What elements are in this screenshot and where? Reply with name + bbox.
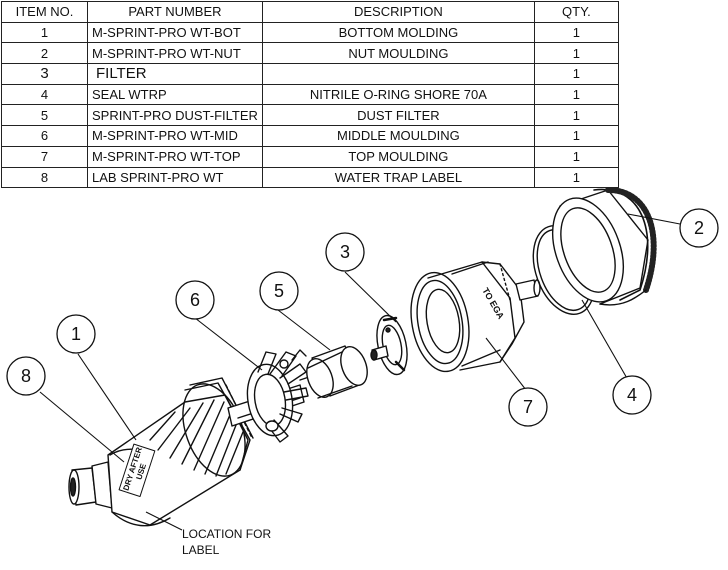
header-description: DESCRIPTION <box>261 1 535 23</box>
item-no-cell: 8 <box>1 166 88 189</box>
callout-6: 6 <box>175 280 215 320</box>
item-no-cell: 3 <box>1 63 88 85</box>
top-moulding-part: TO EGA <box>410 261 541 373</box>
callout-4: 4 <box>612 375 652 415</box>
table-row: 2 M-SPRINT-PRO WT-NUT NUT MOULDING 1 <box>1 42 619 65</box>
callout-2: 2 <box>679 208 719 248</box>
leader-lines <box>39 213 681 531</box>
item-no-cell: 6 <box>1 125 88 147</box>
item-no-cell: 4 <box>1 83 88 106</box>
description-cell: NUT MOULDING <box>261 42 535 65</box>
table-row: 4 SEAL WTRP NITRILE O-RING SHORE 70A 1 <box>1 83 619 106</box>
qty-cell: 1 <box>533 21 619 44</box>
nut-part <box>552 187 657 306</box>
middle-moulding-part <box>227 349 315 443</box>
bottom-moulding-part: DRY AFTER USE <box>68 377 254 527</box>
description-cell: MIDDLE MOULDING <box>261 125 535 147</box>
table-row: 3 FILTER 1 <box>1 63 619 85</box>
callout-1: 1 <box>56 314 96 354</box>
description-cell: WATER TRAP LABEL <box>261 166 535 189</box>
description-cell <box>261 63 535 85</box>
callout-7: 7 <box>508 387 548 427</box>
svg-text:8: 8 <box>21 366 31 386</box>
header-part-number: PART NUMBER <box>87 1 263 23</box>
callout-3: 3 <box>325 232 365 272</box>
dust-filter-part <box>306 345 368 399</box>
callout-8: 8 <box>6 356 46 396</box>
part-number-cell: FILTER <box>87 63 263 85</box>
part-number-cell: SEAL WTRP <box>87 83 263 106</box>
table-row: 8 LAB SPRINT-PRO WT WATER TRAP LABEL 1 <box>1 166 619 189</box>
bom-header-row: ITEM NO. PART NUMBER DESCRIPTION QTY. <box>1 1 619 23</box>
part-number-cell: M-SPRINT-PRO WT-BOT <box>87 21 263 44</box>
bill-of-materials-table: ITEM NO. PART NUMBER DESCRIPTION QTY. 1 … <box>1 1 619 189</box>
qty-cell: 1 <box>533 104 619 127</box>
description-cell: DUST FILTER <box>261 104 535 127</box>
svg-text:3: 3 <box>340 242 350 262</box>
qty-cell: 1 <box>533 63 619 85</box>
qty-cell: 1 <box>533 125 619 147</box>
item-no-cell: 2 <box>1 42 88 65</box>
svg-text:5: 5 <box>274 281 284 301</box>
qty-cell: 1 <box>533 145 619 168</box>
svg-text:7: 7 <box>523 397 533 417</box>
label-location-note-line1: LOCATION FOR <box>182 527 271 541</box>
label-location-note-line2: LABEL <box>182 543 220 557</box>
part-number-cell: SPRINT-PRO DUST-FILTER <box>87 104 263 127</box>
part-number-cell: M-SPRINT-PRO WT-NUT <box>87 42 263 65</box>
header-item-no: ITEM NO. <box>1 1 88 23</box>
table-row: 1 M-SPRINT-PRO WT-BOT BOTTOM MOLDING 1 <box>1 21 619 44</box>
table-row: 5 SPRINT-PRO DUST-FILTER DUST FILTER 1 <box>1 104 619 127</box>
table-row: 7 M-SPRINT-PRO WT-TOP TOP MOULDING 1 <box>1 145 619 168</box>
svg-text:2: 2 <box>694 218 704 238</box>
filter-disc-part <box>370 314 408 376</box>
svg-text:4: 4 <box>627 385 637 405</box>
svg-text:1: 1 <box>71 324 81 344</box>
item-no-cell: 5 <box>1 104 88 127</box>
part-number-cell: M-SPRINT-PRO WT-TOP <box>87 145 263 168</box>
svg-text:6: 6 <box>190 290 200 310</box>
table-row: 6 M-SPRINT-PRO WT-MID MIDDLE MOULDING 1 <box>1 125 619 147</box>
item-no-cell: 7 <box>1 145 88 168</box>
to-ega-text: TO EGA <box>480 286 506 321</box>
description-cell: TOP MOULDING <box>261 145 535 168</box>
qty-cell: 1 <box>533 83 619 106</box>
part-number-cell: LAB SPRINT-PRO WT <box>87 166 263 189</box>
header-qty: QTY. <box>533 1 619 23</box>
description-cell: NITRILE O-RING SHORE 70A <box>261 83 535 106</box>
callout-balloons: 2 3 4 5 6 7 1 8 <box>6 208 719 427</box>
qty-cell: 1 <box>533 42 619 65</box>
callout-5: 5 <box>259 271 299 311</box>
description-cell: BOTTOM MOLDING <box>261 21 535 44</box>
item-no-cell: 1 <box>1 21 88 44</box>
qty-cell: 1 <box>533 166 619 189</box>
part-number-cell: M-SPRINT-PRO WT-MID <box>87 125 263 147</box>
